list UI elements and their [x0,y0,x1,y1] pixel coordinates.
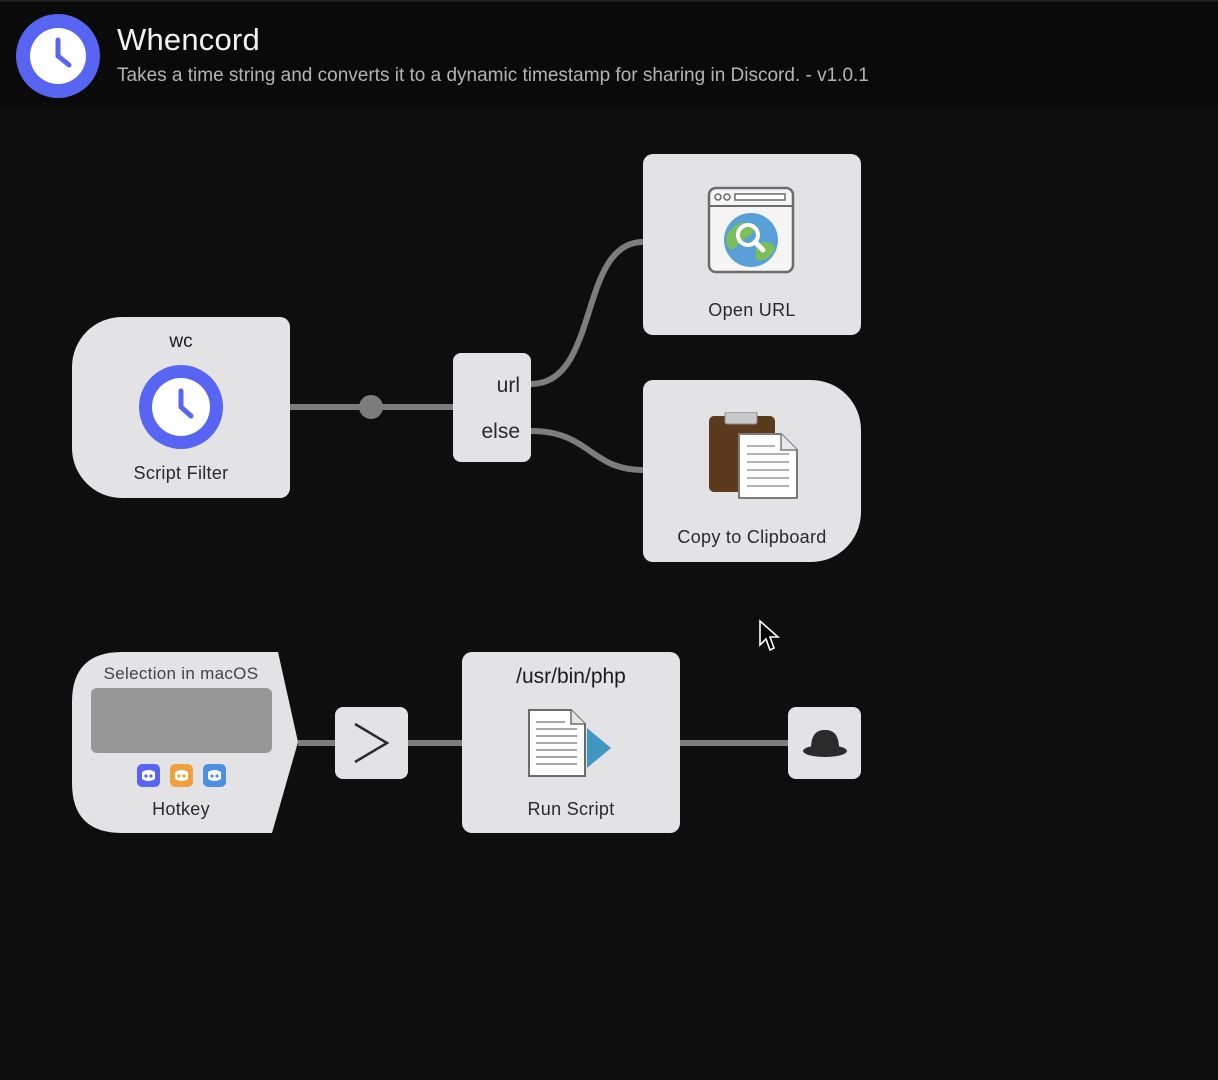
wire-url-to-open-url [530,239,644,387]
browser-globe-icon [707,186,795,274]
run-script-node[interactable]: /usr/bin/php Run Script [462,652,680,833]
workflow-subtitle: Takes a time string and converts it to a… [117,65,869,86]
hotkey-app-icons [72,764,290,787]
greater-than-icon [354,722,390,764]
workflow-title: Whencord [117,22,260,57]
hotkey-node[interactable]: Selection in macOS Hotkey [72,652,300,833]
script-filter-keyword: wc [169,331,193,352]
alfred-hat-icon [803,730,847,757]
clock-icon [139,365,223,449]
wire-else-to-clipboard [530,428,644,473]
arg-vars-utility-node[interactable] [335,707,408,779]
copy-to-clipboard-label: Copy to Clipboard [677,527,827,547]
workflow-header: Whencord Takes a time string and convert… [0,0,1218,108]
mouse-pointer-icon [759,619,781,652]
condition-else-label: else [481,420,520,443]
open-url-node[interactable]: Open URL [643,154,861,335]
copy-to-clipboard-node[interactable]: Copy to Clipboard [643,380,861,562]
run-script-language: /usr/bin/php [516,665,626,688]
condition-url-label: url [496,374,520,397]
script-filter-label: Script Filter [133,463,229,483]
alfred-output-node[interactable] [788,707,861,779]
clipboard-icon [709,412,798,499]
script-run-icon [528,709,611,777]
hotkey-label: Hotkey [152,799,210,819]
clock-icon [16,14,100,98]
discord-blue-icon [202,764,226,787]
discord-blue-icon [136,764,160,787]
wire-junction-dot [359,395,383,419]
hotkey-argument-preview [91,688,272,753]
hotkey-argument-label: Selection in macOS [103,664,259,683]
run-script-label: Run Script [527,799,615,819]
open-url-label: Open URL [708,300,796,320]
script-filter-node[interactable]: wc Script Filter [72,317,290,498]
conditional-node[interactable]: url else [453,353,531,462]
discord-yellow-icon [169,764,193,787]
